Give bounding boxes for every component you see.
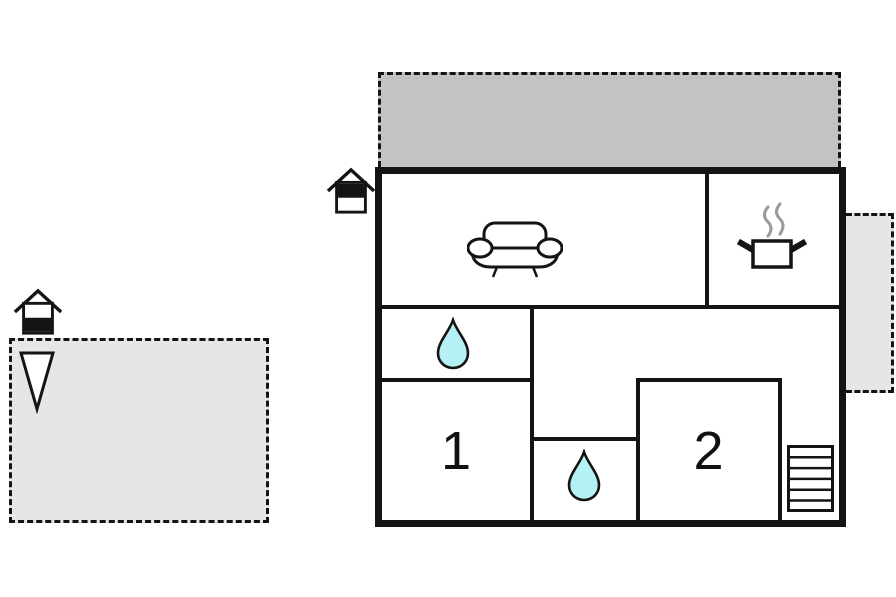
steam-line — [763, 205, 773, 238]
terrace-right — [846, 213, 894, 393]
bedroom-2-label: 2 — [693, 420, 724, 481]
sofa-icon — [467, 221, 563, 278]
bedroom-1: 1 — [382, 381, 530, 520]
interior-wall — [530, 308, 534, 520]
terrace-top — [378, 72, 841, 167]
stove-icon — [737, 202, 808, 269]
interior-wall — [382, 305, 839, 309]
interior-wall — [532, 437, 638, 441]
entrance-icon — [326, 167, 376, 214]
stairs-icon — [787, 445, 834, 512]
north-arrow-icon — [19, 351, 55, 414]
entrance-icon — [13, 288, 63, 335]
interior-wall — [382, 378, 534, 382]
interior-wall — [636, 378, 781, 382]
interior-wall — [636, 378, 640, 520]
interior-wall — [778, 378, 782, 520]
water-drop-icon — [436, 317, 470, 370]
terrace-left — [9, 338, 269, 523]
water-drop-icon — [567, 449, 601, 502]
bedroom-1-label: 1 — [440, 420, 472, 481]
bedroom-2: 2 — [639, 381, 778, 520]
steam-line — [775, 202, 785, 236]
interior-wall — [705, 174, 709, 308]
